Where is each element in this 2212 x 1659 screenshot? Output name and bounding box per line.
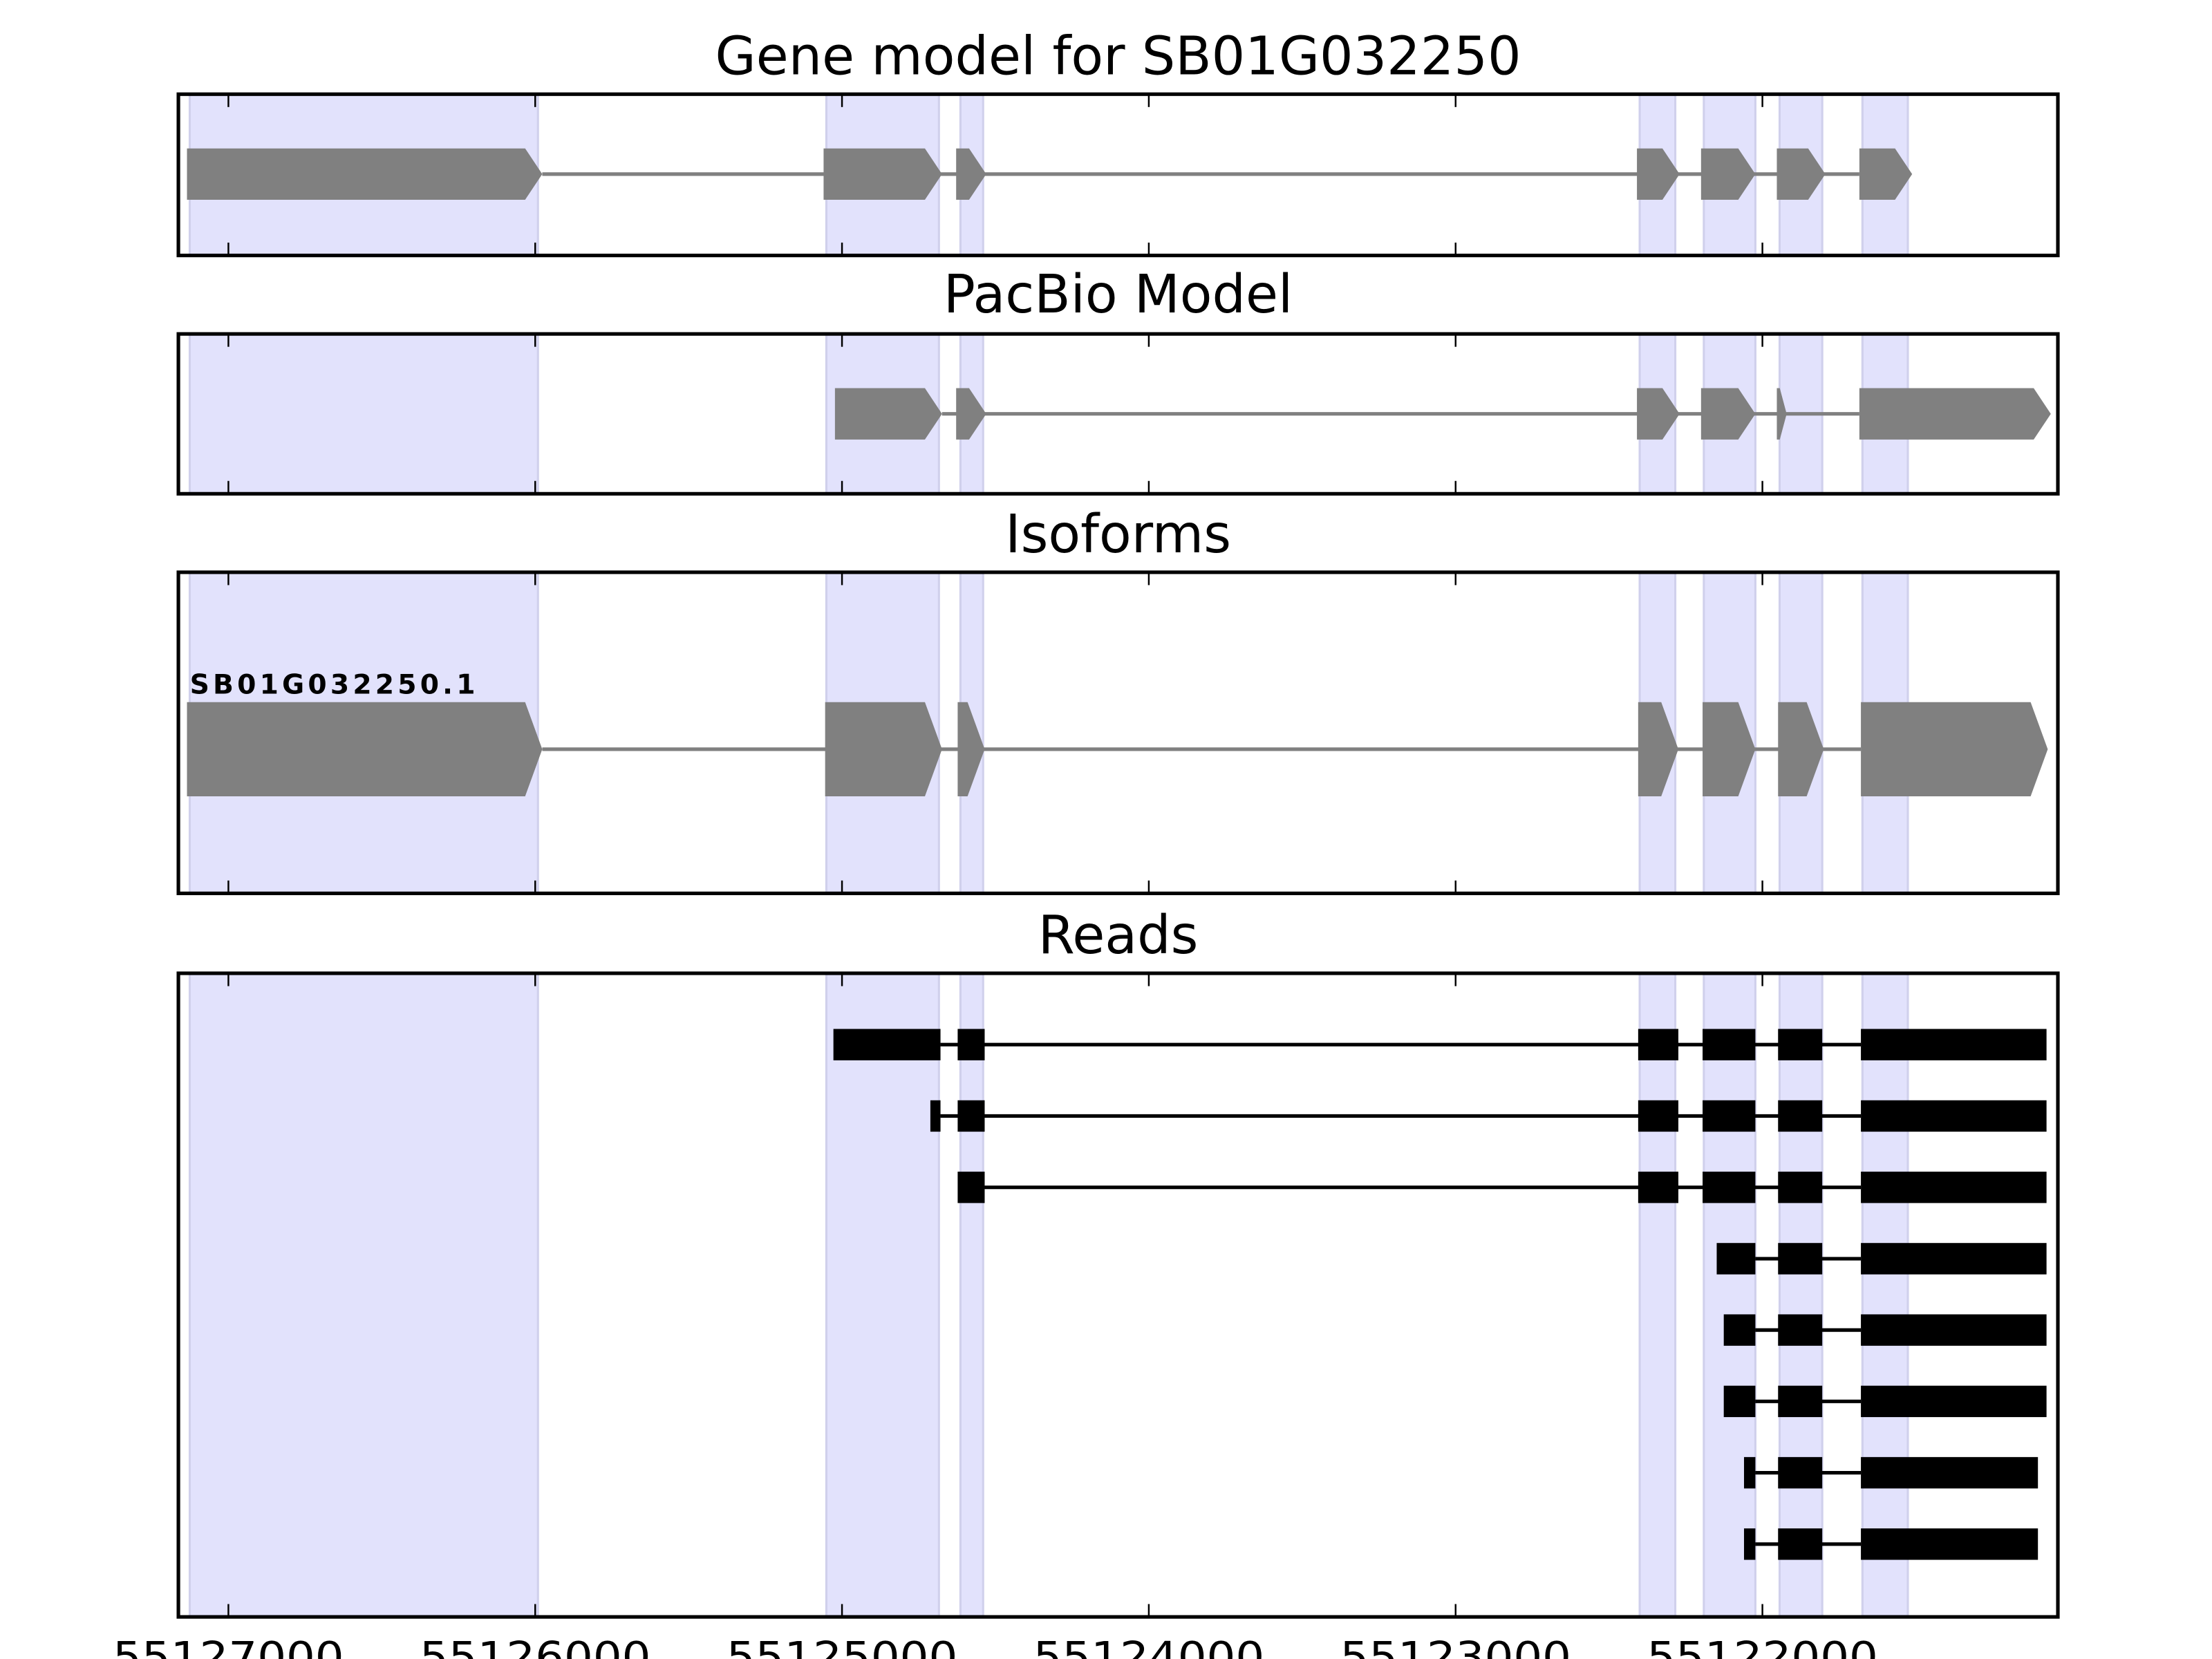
exon-arrow bbox=[187, 148, 543, 200]
read-block bbox=[1861, 1243, 2047, 1275]
exon-arrow bbox=[187, 702, 543, 796]
exon-shading-band bbox=[188, 332, 539, 495]
exon-shading-band bbox=[1778, 972, 1824, 1618]
panel-gene-model-for-sb01g032250: Gene model for SB01G032250 bbox=[176, 26, 2060, 258]
read-block bbox=[957, 1171, 985, 1203]
read-block bbox=[1778, 1243, 1823, 1275]
exon-arrow bbox=[823, 148, 942, 200]
read-block bbox=[1861, 1528, 2038, 1560]
exon-shading-band bbox=[1703, 972, 1756, 1618]
read-block bbox=[1778, 1100, 1823, 1132]
x-tick-label: 55127000 bbox=[113, 1633, 344, 1659]
exon-arrow bbox=[1638, 702, 1679, 796]
read-track bbox=[833, 1029, 2047, 1060]
read-block bbox=[1638, 1171, 1679, 1203]
read-block bbox=[1778, 1528, 1823, 1560]
x-tick-label: 55125000 bbox=[727, 1633, 957, 1659]
read-track bbox=[1723, 1385, 2047, 1418]
exon-arrow bbox=[956, 148, 986, 200]
exon-arrow bbox=[834, 388, 942, 440]
exon-arrow bbox=[1778, 702, 1824, 796]
read-block bbox=[1778, 1385, 1823, 1418]
exon-arrow bbox=[1861, 702, 2048, 796]
exon-arrow bbox=[1700, 388, 1756, 440]
x-tick-label: 55126000 bbox=[420, 1633, 650, 1659]
read-block bbox=[930, 1100, 941, 1132]
panel-frame bbox=[176, 971, 2060, 1619]
model-track bbox=[187, 148, 1913, 200]
read-block bbox=[1703, 1100, 1756, 1132]
read-track bbox=[1716, 1243, 2047, 1275]
read-block bbox=[1743, 1528, 1756, 1560]
exon-shading-band bbox=[825, 972, 940, 1618]
exon-arrow bbox=[1859, 148, 1913, 200]
read-block bbox=[1723, 1385, 1756, 1418]
panel-title: Gene model for SB01G032250 bbox=[715, 26, 1521, 87]
read-block bbox=[1716, 1243, 1756, 1275]
exon-arrow bbox=[1700, 148, 1756, 200]
read-block bbox=[1861, 1385, 2047, 1418]
read-block bbox=[957, 1029, 985, 1060]
read-block bbox=[1703, 1029, 1756, 1060]
panel-reads: Reads bbox=[176, 905, 2060, 1619]
isoform-label: SB01G032250.1 bbox=[190, 669, 476, 700]
panel-frame bbox=[176, 332, 2060, 496]
read-block bbox=[1703, 1171, 1756, 1203]
x-tick-label: 55124000 bbox=[1033, 1633, 1264, 1659]
exon-arrow bbox=[1859, 388, 2051, 440]
panel-pacbio-model: PacBio Model bbox=[176, 264, 2060, 496]
exon-arrow bbox=[1637, 148, 1680, 200]
exon-arrow bbox=[1703, 702, 1756, 796]
read-track bbox=[1743, 1528, 2038, 1560]
read-block bbox=[1778, 1456, 1823, 1489]
model-track: SB01G032250.1 bbox=[187, 669, 2048, 796]
exon-arrow bbox=[1637, 388, 1680, 440]
read-block bbox=[1861, 1100, 2047, 1132]
exon-shading-band bbox=[188, 972, 539, 1618]
read-track bbox=[930, 1100, 2047, 1132]
exon-shading-band bbox=[1638, 972, 1677, 1618]
model-track bbox=[834, 388, 2051, 440]
read-block bbox=[957, 1100, 985, 1132]
x-tick-label: 55123000 bbox=[1340, 1633, 1571, 1659]
panel-title: Reads bbox=[1038, 905, 1199, 966]
read-block bbox=[1638, 1100, 1679, 1132]
read-track bbox=[1743, 1456, 2038, 1489]
read-block bbox=[1778, 1314, 1823, 1346]
read-block bbox=[1778, 1029, 1823, 1060]
exon-shading-band bbox=[1861, 972, 1909, 1618]
read-block bbox=[1861, 1314, 2047, 1346]
read-block bbox=[1743, 1456, 1756, 1489]
read-track bbox=[957, 1171, 2047, 1203]
exon-arrow bbox=[825, 702, 942, 796]
exon-arrow bbox=[957, 702, 985, 796]
read-block bbox=[1638, 1029, 1679, 1060]
read-block bbox=[1723, 1314, 1756, 1346]
exon-arrow bbox=[956, 388, 986, 440]
exon-arrow bbox=[1777, 148, 1826, 200]
read-block bbox=[833, 1029, 941, 1060]
exon-shading-band bbox=[959, 972, 984, 1618]
read-block bbox=[1861, 1171, 2047, 1203]
panel-frame bbox=[176, 570, 2060, 895]
x-tick-label: 55122000 bbox=[1647, 1633, 1877, 1659]
panel-title: PacBio Model bbox=[944, 264, 1293, 326]
panel-frame bbox=[176, 92, 2060, 258]
read-track bbox=[1723, 1314, 2047, 1346]
read-block bbox=[1778, 1171, 1823, 1203]
exon-arrow bbox=[1777, 388, 1787, 440]
panel-title: Isoforms bbox=[1005, 504, 1231, 565]
read-block bbox=[1861, 1456, 2038, 1489]
read-block bbox=[1861, 1029, 2047, 1060]
